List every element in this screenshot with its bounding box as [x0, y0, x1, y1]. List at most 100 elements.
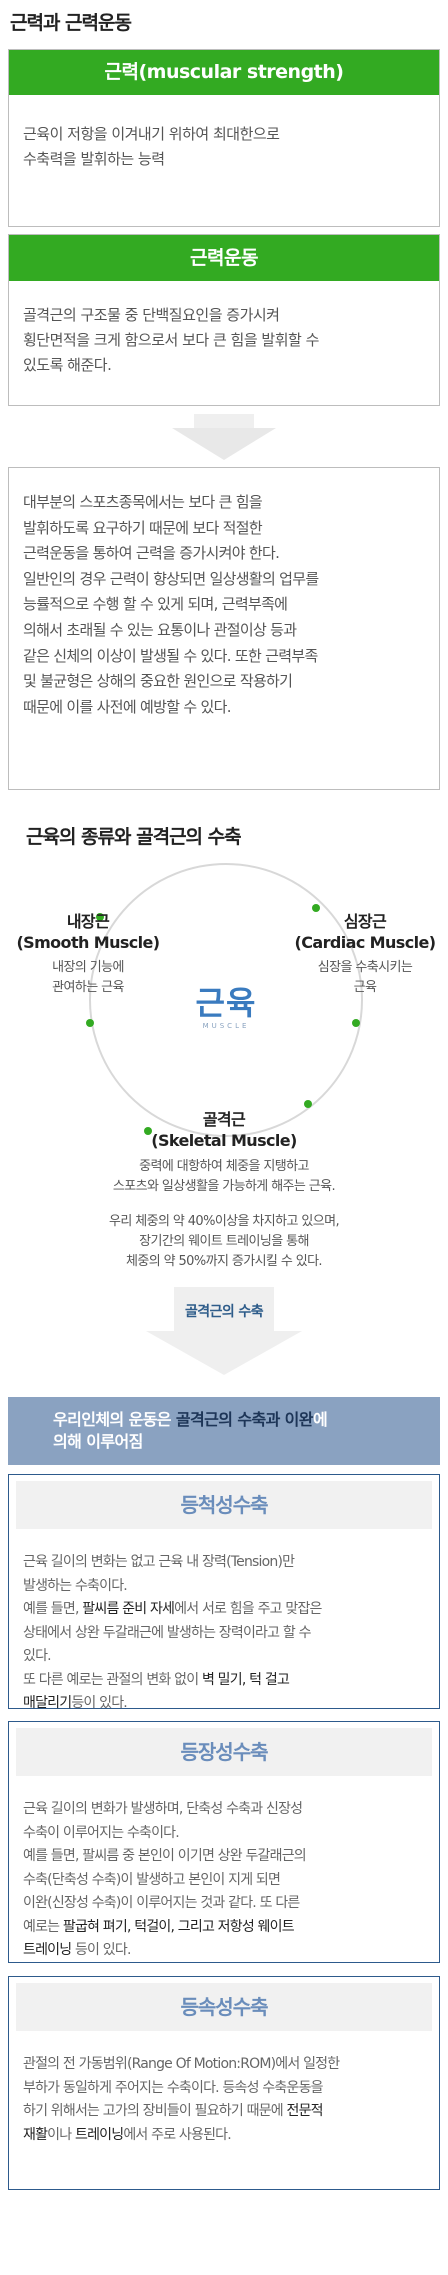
- exercise-heading: 근력운동: [9, 235, 439, 281]
- banner-text: 우리인체의 운동은: [53, 1410, 176, 1429]
- description-box: 대부분의 스포츠종목에서는 보다 큰 힘을 발휘하도록 요구하기 때문에 보다 …: [8, 467, 440, 790]
- exercise-box: 근력운동 골격근의 구조물 중 단백질요인을 증가시켜 횡단면적을 크게 함으로…: [8, 234, 440, 406]
- banner-line-1: 우리인체의 운동은 골격근의 수축과 이완에: [53, 1409, 440, 1431]
- cardiac-node-dot: [312, 904, 320, 912]
- isokinetic-box: 등속성수축 관절의 전 가동범위(Range Of Motion:ROM)에서 …: [8, 1976, 440, 2190]
- isokinetic-body: 관절의 전 가동범위(Range Of Motion:ROM)에서 일정한 부하…: [9, 2031, 439, 2147]
- banner-text: 에: [312, 1410, 328, 1429]
- isotonic-box: 등장성수축 근육 길이의 변화가 발생하며, 단축성 수축과 신장성 수축이 이…: [8, 1721, 440, 1963]
- cardiac-muscle-title: 심장근 (Cardiac Muscle): [280, 911, 448, 953]
- isometric-example: 팔씨름 준비 자세: [82, 1601, 175, 1617]
- logo-subtext: MUSCLE: [202, 1022, 250, 1030]
- isometric-example: 매달리기: [23, 1695, 72, 1711]
- isotonic-body: 근육 길이의 변화가 발생하며, 단축성 수축과 신장성 수축이 이루어지는 수…: [9, 1776, 439, 1963]
- isometric-line: 근육 길이의 변화는 없고 근육 내 장력(Tension)만: [23, 1554, 295, 1570]
- section-title: 근육의 종류와 골격근의 수축: [26, 826, 242, 848]
- isotonic-example: 트레이닝: [23, 1942, 72, 1958]
- smooth-muscle-name: 내장근: [66, 912, 110, 931]
- isokinetic-line: 재활이나 트레이닝에서 주로 사용된다.: [23, 2124, 425, 2148]
- isokinetic-heading: 등속성수축: [16, 1983, 432, 2031]
- isokinetic-text: 하기 위해서는 고가의 장비들이 필요하기 때문에: [23, 2103, 287, 2119]
- isokinetic-line: 관절의 전 가동범위(Range Of Motion:ROM)에서 일정한: [23, 2056, 340, 2072]
- isotonic-line: 예로는 팔굽혀 펴기, 턱걸이, 그리고 저항성 웨이트: [23, 1916, 425, 1940]
- muscle-logo: 근육 MUSCLE: [190, 978, 262, 1030]
- isometric-heading: 등척성수축: [16, 1481, 432, 1529]
- skeletal-left-dot: [144, 1127, 152, 1135]
- contraction-arrow-stem: [174, 1287, 274, 1331]
- logo-text: 근육: [195, 984, 257, 1022]
- isotonic-line: 트레이닝 등이 있다.: [23, 1939, 425, 1963]
- skeletal-muscle-name: 골격근: [202, 1110, 246, 1129]
- smooth-desc-line: 관여하는 근육: [52, 980, 124, 995]
- cycle-circle: [89, 863, 363, 1137]
- exercise-line: 골격근의 구조물 중 단백질요인을 증가시켜: [23, 306, 280, 324]
- cardiac-desc-line: 심장을 수축시키는: [317, 960, 413, 975]
- isometric-text: 예를 들면,: [23, 1601, 83, 1617]
- isotonic-line: 이완(신장성 수축)이 이루어지는 것과 같다. 또 다른: [23, 1895, 300, 1911]
- isokinetic-example: 재활: [23, 2126, 48, 2143]
- exercise-text: 골격근의 구조물 중 단백질요인을 증가시켜 횡단면적을 크게 함으로서 보다 …: [9, 281, 439, 378]
- isometric-line: 상태에서 상완 두갈래근에 발생하는 장력이라고 할 수: [23, 1624, 311, 1641]
- banner-line-2: 의해 이루어짐: [53, 1432, 143, 1451]
- skeletal-right-dot: [304, 1100, 312, 1108]
- isokinetic-line: 하기 위해서는 고가의 장비들이 필요하기 때문에 전문적: [23, 2100, 425, 2124]
- strength-heading: 근력(muscular strength): [9, 50, 439, 95]
- isometric-line: 예를 들면, 팔씨름 준비 자세에서 서로 힘을 주고 맞잡은: [23, 1598, 425, 1622]
- isometric-line: 있다.: [23, 1648, 52, 1664]
- isotonic-text: 등이 있다.: [71, 1942, 131, 1958]
- smooth-muscle-english: (Smooth Muscle): [16, 933, 160, 952]
- skeletal-stat-line: 장기간의 웨이트 트레이닝을 통해: [139, 1234, 309, 1249]
- strength-box: 근력(muscular strength) 근육이 저항을 이겨내기 위하여 최…: [8, 49, 440, 227]
- isometric-body: 근육 길이의 변화는 없고 근육 내 장력(Tension)만 발생하는 수축이…: [9, 1529, 439, 1716]
- smooth-node-dot: [96, 913, 104, 921]
- smooth-lower-dot: [86, 1019, 94, 1027]
- contraction-label: 골격근의 수축: [185, 1304, 264, 1320]
- skeletal-desc: 중력에 대항하여 체중을 지탱하고 스포츠와 일상생활을 가능하게 해주는 근육…: [0, 1157, 448, 1197]
- strength-text: 근육이 저항을 이겨내기 위하여 최대한으로 수축력을 발휘하는 능력: [9, 95, 439, 172]
- isokinetic-example: 트레이닝: [74, 2126, 124, 2143]
- isometric-text: 또 다른 예로는 관절의 변화 없이: [23, 1671, 202, 1688]
- isometric-box: 등척성수축 근육 길이의 변화는 없고 근육 내 장력(Tension)만 발생…: [8, 1474, 440, 1711]
- page-title: 근력과 근력운동: [10, 12, 132, 34]
- strength-line: 수축력을 발휘하는 능력: [23, 150, 165, 168]
- description-text: 대부분의 스포츠종목에서는 보다 큰 힘을 발휘하도록 요구하기 때문에 보다 …: [23, 493, 319, 716]
- isotonic-example: 팔굽혀 펴기, 턱걸이, 그리고 저항성 웨이트: [62, 1918, 295, 1935]
- isometric-text: 등이 있다.: [71, 1695, 127, 1711]
- strength-line: 근육이 저항을 이겨내기 위하여 최대한으로: [23, 125, 280, 143]
- isometric-text: 에서 서로 힘을 주고 맞잡은: [174, 1601, 322, 1617]
- cardiac-muscle-english: (Cardiac Muscle): [294, 933, 437, 952]
- cardiac-muscle-desc: 심장을 수축시키는 근육: [280, 958, 448, 998]
- isotonic-line: 수축이 이루어지는 수축이다.: [23, 1824, 180, 1841]
- down-arrow-icon: [172, 428, 276, 460]
- isokinetic-example: 전문적: [286, 2103, 324, 2119]
- isotonic-heading: 등장성수축: [16, 1728, 432, 1776]
- isotonic-line: 예를 들면, 팔씨름 중 본인이 이기면 상완 두갈래근의: [23, 1848, 307, 1864]
- movement-banner: 우리인체의 운동은 골격근의 수축과 이완에 의해 이루어짐: [8, 1397, 440, 1465]
- isotonic-line: 근육 길이의 변화가 발생하며, 단축성 수축과 신장성: [23, 1801, 303, 1817]
- exercise-line: 있도록 해준다.: [23, 356, 112, 374]
- cardiac-muscle-name: 심장근: [343, 912, 387, 931]
- banner-highlight: 골격근의 수축과 이완: [175, 1410, 314, 1429]
- smooth-muscle-title: 내장근 (Smooth Muscle): [8, 911, 168, 953]
- isometric-line: 매달리기등이 있다.: [23, 1692, 425, 1716]
- isometric-line: 발생하는 수축이다.: [23, 1577, 128, 1594]
- skeletal-desc-line: 중력에 대항하여 체중을 지탱하고: [139, 1159, 309, 1174]
- isokinetic-text: 이나: [47, 2126, 75, 2143]
- isometric-example: 벽 밀기, 턱 걸고: [201, 1671, 290, 1688]
- isotonic-line: 수축(단축성 수축)이 발생하고 본인이 지게 되면: [23, 1871, 281, 1888]
- skeletal-stat-line: 우리 체중의 약 40%이상을 차지하고 있으며,: [108, 1214, 340, 1229]
- isometric-line: 또 다른 예로는 관절의 변화 없이 벽 밀기, 턱 걸고: [23, 1669, 425, 1693]
- contraction-arrow-icon: [146, 1331, 302, 1375]
- exercise-line: 횡단면적을 크게 함으로서 보다 큰 힘을 발휘할 수: [23, 331, 319, 349]
- skeletal-stats: 우리 체중의 약 40%이상을 차지하고 있으며, 장기간의 웨이트 트레이닝을…: [0, 1212, 448, 1272]
- isotonic-text: 예로는: [23, 1918, 63, 1935]
- isokinetic-line: 부하가 동일하게 주어지는 수축이다. 등속성 수축운동을: [23, 2079, 324, 2096]
- cardiac-desc-line: 근육: [353, 980, 377, 995]
- isokinetic-text: 에서 주로 사용된다.: [123, 2126, 231, 2143]
- arrow-stem: [194, 414, 254, 428]
- smooth-desc-line: 내장의 기능에: [52, 960, 124, 975]
- skeletal-stat-line: 체중의 약 50%까지 증가시킬 수 있다.: [126, 1254, 323, 1269]
- skeletal-muscle-english: (Skeletal Muscle): [151, 1131, 297, 1150]
- smooth-muscle-desc: 내장의 기능에 관여하는 근육: [8, 958, 168, 998]
- skeletal-muscle-title: 골격근 (Skeletal Muscle): [124, 1109, 324, 1151]
